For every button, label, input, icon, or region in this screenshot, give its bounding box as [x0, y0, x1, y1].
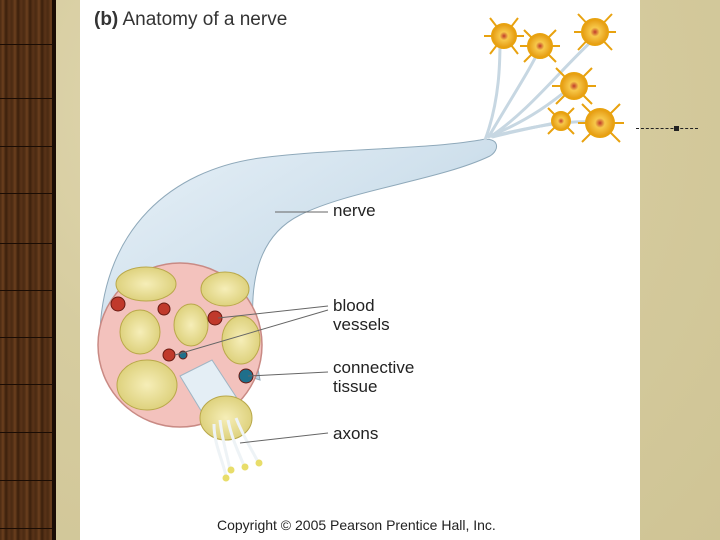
wood-grid-lines [0, 0, 56, 540]
fascicle-icon [116, 359, 178, 411]
blood-vessel-icon [162, 348, 176, 362]
wood-border [0, 0, 56, 540]
blood-vessel-icon [157, 302, 171, 316]
neuron-cell-icon [547, 107, 575, 135]
title-text: Anatomy of a nerve [122, 9, 288, 30]
neuron-cell-icon [578, 103, 624, 143]
blood-vessel-icon [110, 296, 126, 312]
label-nerve: nerve [333, 201, 376, 220]
fascicle-icon [200, 271, 250, 307]
fascicle-icon [115, 266, 177, 302]
label-blood-line2: vessels [333, 315, 390, 334]
neuron-cell-icon [574, 13, 616, 51]
slide-rule [636, 128, 698, 129]
axon-tips [222, 459, 263, 482]
neuron-cells [484, 13, 624, 143]
label-blood-line1: blood [333, 296, 375, 315]
axon-strands [212, 417, 260, 477]
copyright-notice: Copyright © 2005 Pearson Prentice Hall, … [217, 517, 496, 533]
title-prefix: (b) [94, 9, 119, 30]
fascicle-icon [221, 315, 261, 365]
slide-rule-marker [674, 126, 679, 131]
leader-lines [174, 211, 329, 444]
blood-vessels [110, 296, 254, 384]
label-connective-line1: connective [333, 358, 415, 377]
fascicles [115, 266, 261, 411]
figure-title: (b) Anatomy of a nerve [94, 9, 287, 31]
neuron-cell-icon [520, 29, 560, 63]
fascicle-icon [173, 303, 209, 347]
neuron-cell-icon [552, 67, 596, 105]
label-connective-line2: tissue [333, 377, 378, 396]
label-axons: axons [333, 424, 379, 443]
fascicle-icon [119, 309, 161, 355]
neuron-cell-icon [484, 17, 524, 55]
wood-edge [52, 0, 56, 540]
